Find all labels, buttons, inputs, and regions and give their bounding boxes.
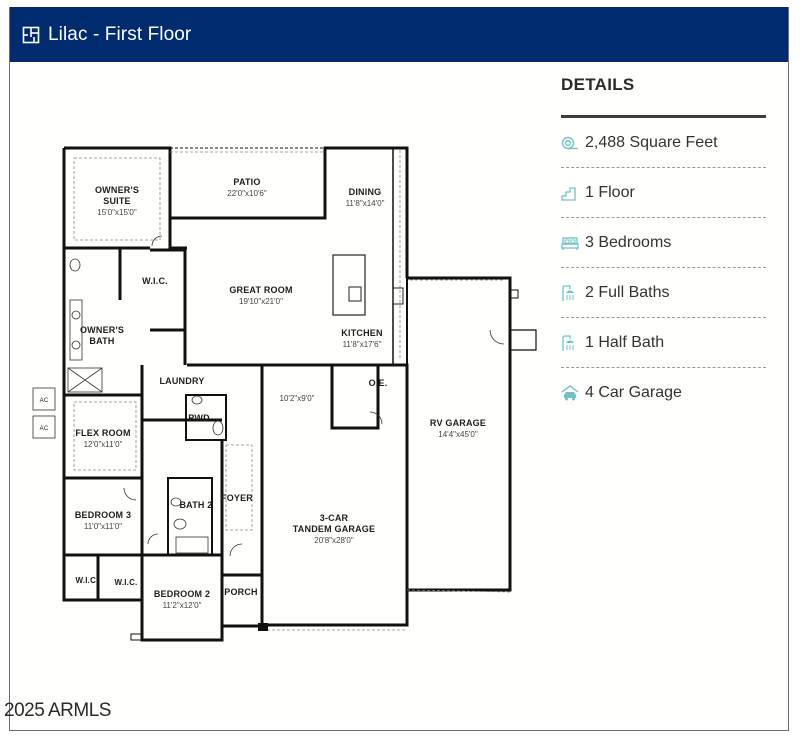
detail-garage: 4 Car Garage: [561, 368, 766, 417]
details-divider: [561, 115, 766, 118]
stairs-icon: [561, 186, 576, 201]
detail-floors: 1 Floor: [561, 168, 766, 218]
floorplan-icon: [22, 26, 40, 43]
detail-label: 1 Half Bath: [585, 333, 665, 351]
bed-icon: [561, 236, 579, 250]
detail-full-baths: 2 Full Baths: [561, 268, 766, 318]
detail-half-baths: 1 Half Bath: [561, 318, 766, 368]
detail-label: 2 Full Baths: [585, 283, 670, 301]
detail-label: 3 Bedrooms: [585, 233, 672, 251]
detail-label: 2,488 Square Feet: [585, 133, 718, 151]
detail-square-feet: 2,488 Square Feet: [561, 118, 766, 168]
page-title: Lilac - First Floor: [48, 23, 192, 45]
detail-label: 4 Car Garage: [585, 383, 682, 401]
shower-icon: [562, 284, 574, 301]
garage-icon: [561, 384, 579, 400]
shower-icon: [562, 334, 574, 351]
tape-measure-icon: [561, 136, 578, 149]
detail-label: 1 Floor: [585, 183, 635, 201]
details-heading: DETAILS: [561, 75, 635, 94]
detail-bedrooms: 3 Bedrooms: [561, 218, 766, 268]
card-header: Lilac - First Floor: [10, 7, 788, 62]
details-panel: DETAILS 2,488 Square Feet 1 Floor 3 Bedr…: [561, 70, 766, 417]
watermark: 2025 ARMLS: [4, 700, 111, 721]
